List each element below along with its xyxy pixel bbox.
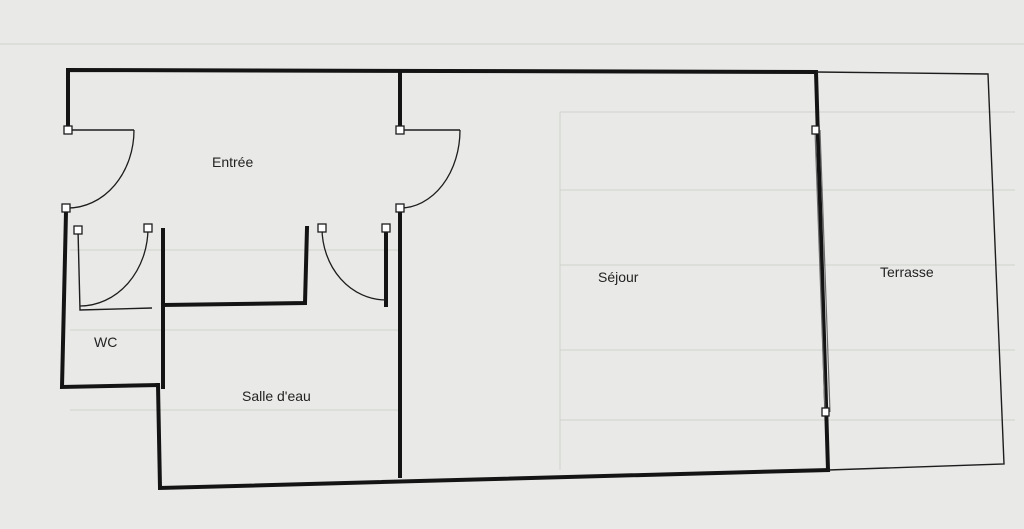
sliding-glass-door [814,129,831,413]
exterior-walls [59,67,831,491]
faded-background-print [0,43,1024,470]
door-hinges [61,125,830,417]
room-label-terrasse: Terrasse [880,264,934,280]
partitions [68,129,460,311]
door-swings [67,129,461,307]
room-label-sejour: Séjour [598,269,639,285]
room-label-salle-deau: Salle d'eau [242,388,311,404]
room-label-wc: WC [94,334,117,350]
room-label-entree: Entrée [212,154,253,170]
interior-walls [160,70,402,478]
terrasse-outline [815,71,1005,471]
